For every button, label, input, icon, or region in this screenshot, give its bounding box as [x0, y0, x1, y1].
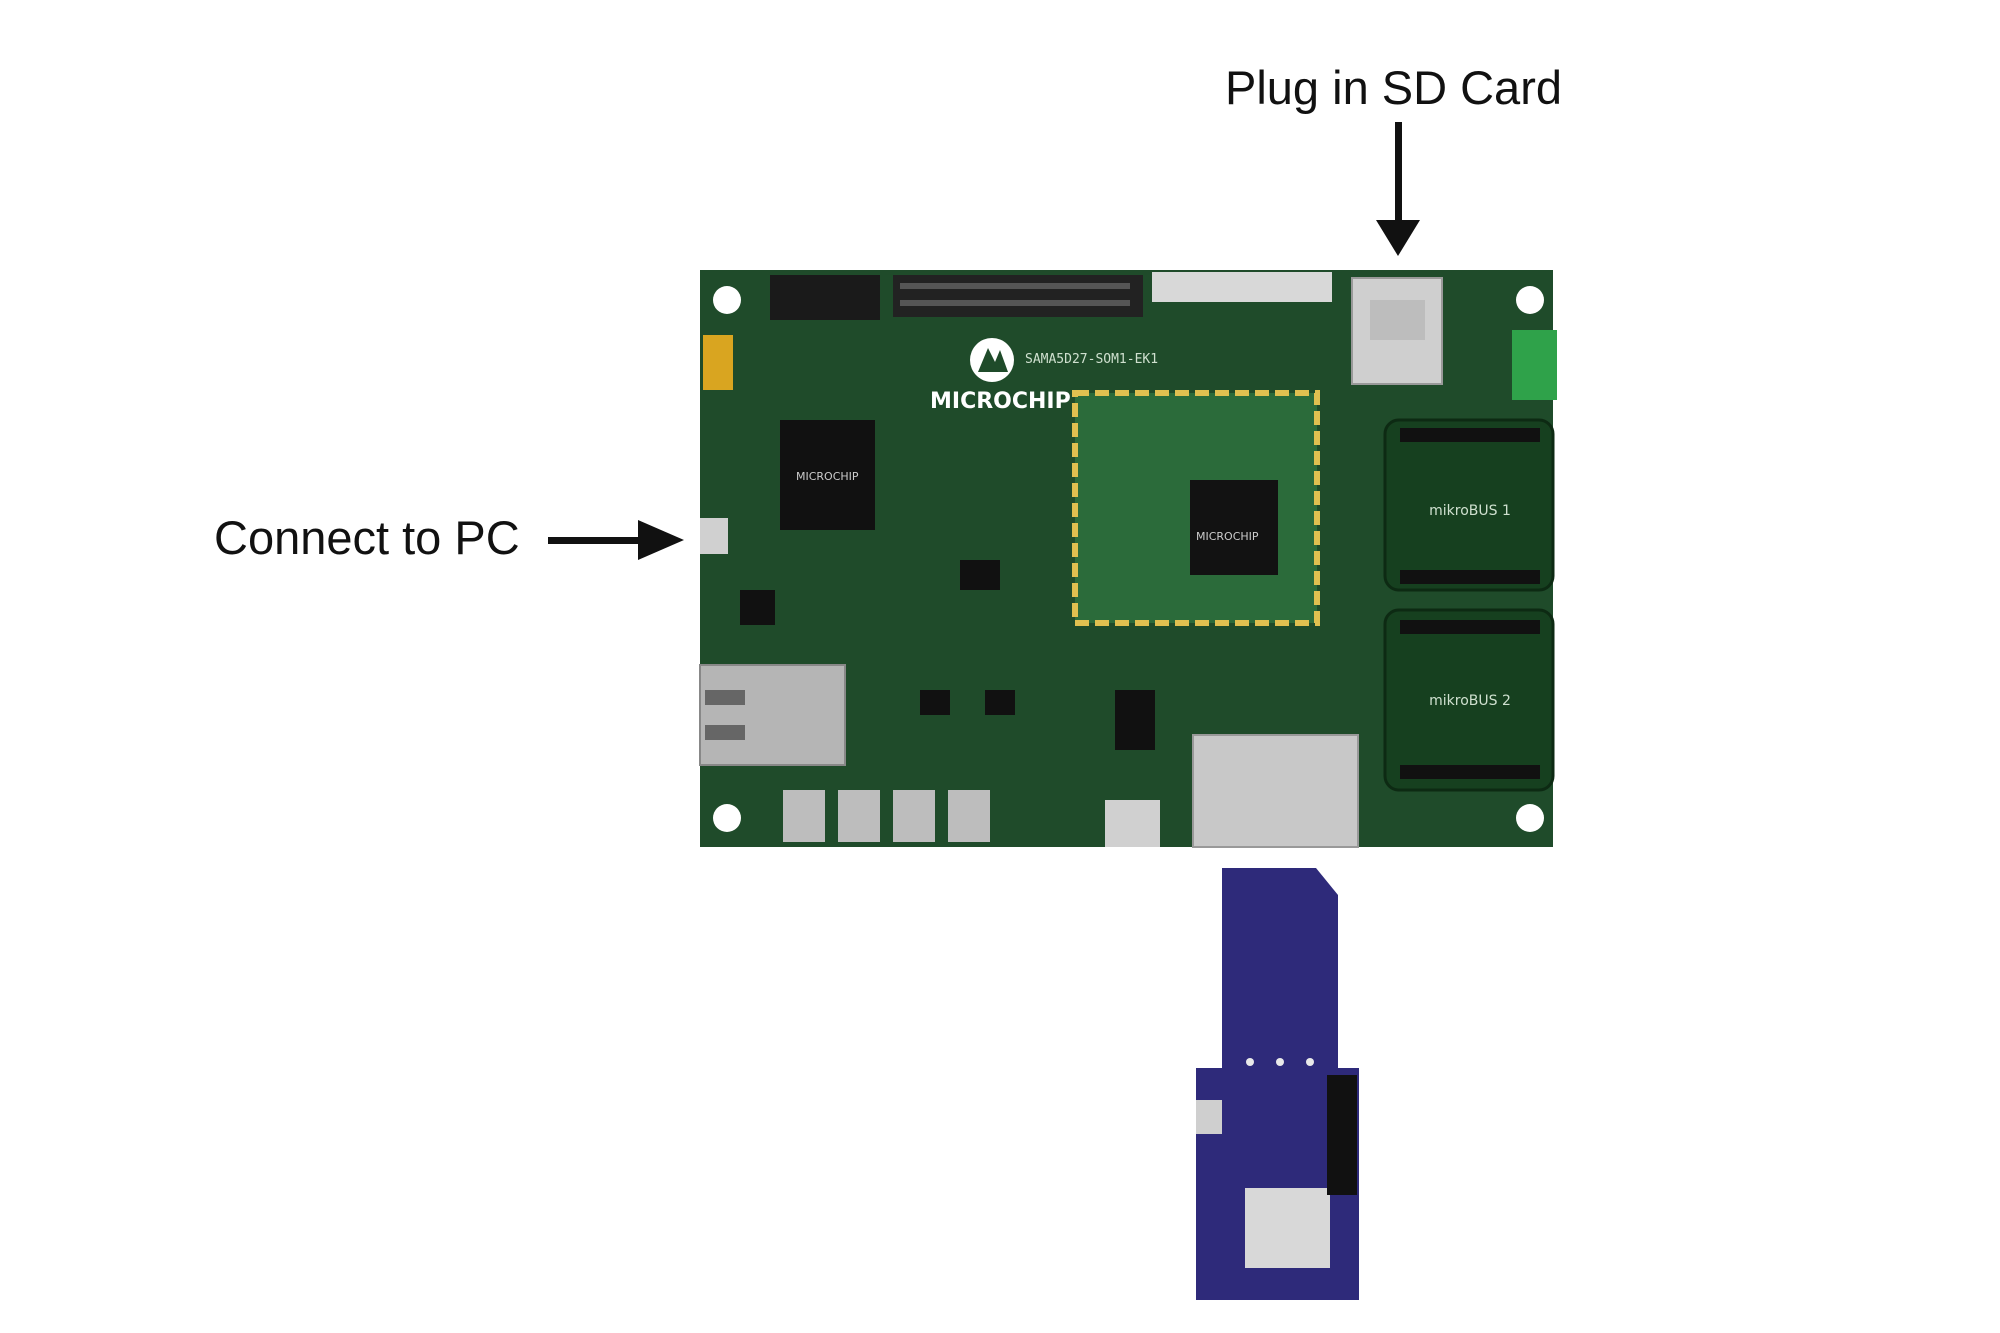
usb-debug-port: [700, 518, 728, 554]
push-buttons: [783, 790, 990, 842]
mikrobus-1-label: mikroBUS 1: [1429, 503, 1511, 519]
edge-connector: [703, 335, 733, 390]
plug-in-sd-card-label: Plug in SD Card: [1225, 61, 1562, 114]
evaluation-board: MICROCHIP SAMA5D27-SOM1-EK1 MICROCHIP MI…: [699, 270, 1557, 848]
mikrobus-socket-2: mikroBUS 2: [1383, 608, 1555, 792]
som-processor-logo: MICROCHIP: [1196, 530, 1259, 543]
mikrobus-2-label: mikroBUS 2: [1429, 693, 1511, 709]
ethernet-jack: [699, 664, 846, 766]
mounting-hole: [1516, 804, 1544, 832]
arrow-right-icon: [548, 520, 684, 560]
mounting-hole: [713, 804, 741, 832]
sd-slot-opening: [1370, 300, 1425, 340]
debug-mcu-chip: [780, 420, 875, 530]
wifi-board-usb: [1196, 1100, 1222, 1134]
lcd-connector: [1152, 272, 1332, 302]
jtag-header: [770, 275, 880, 320]
arrow-down-icon: [1376, 122, 1420, 256]
wifi-module: [1245, 1188, 1330, 1268]
gpio-header: [893, 275, 1143, 317]
terminal-block: [1512, 330, 1557, 400]
mounting-hole: [1516, 286, 1544, 314]
board-model-text: SAMA5D27-SOM1-EK1: [1025, 352, 1158, 367]
sd-card-adapter: [1196, 868, 1359, 1300]
mounting-hole: [713, 286, 741, 314]
board-logo-text: MICROCHIP: [930, 389, 1071, 414]
debug-mcu-logo: MICROCHIP: [796, 470, 859, 483]
header-pins: [900, 283, 1130, 306]
connect-to-pc-label: Connect to PC: [214, 511, 520, 564]
som-processor-chip: [1190, 480, 1278, 575]
misc-components: [740, 560, 1155, 750]
usb-c-port: [1105, 800, 1160, 847]
microchip-logo: MICROCHIP SAMA5D27-SOM1-EK1: [930, 338, 1158, 414]
wifi-board-header: [1327, 1075, 1357, 1195]
sd-card-slot: [1192, 734, 1359, 848]
sd-card-body: [1222, 868, 1338, 1082]
mikrobus-socket-1: mikroBUS 1: [1383, 418, 1555, 592]
